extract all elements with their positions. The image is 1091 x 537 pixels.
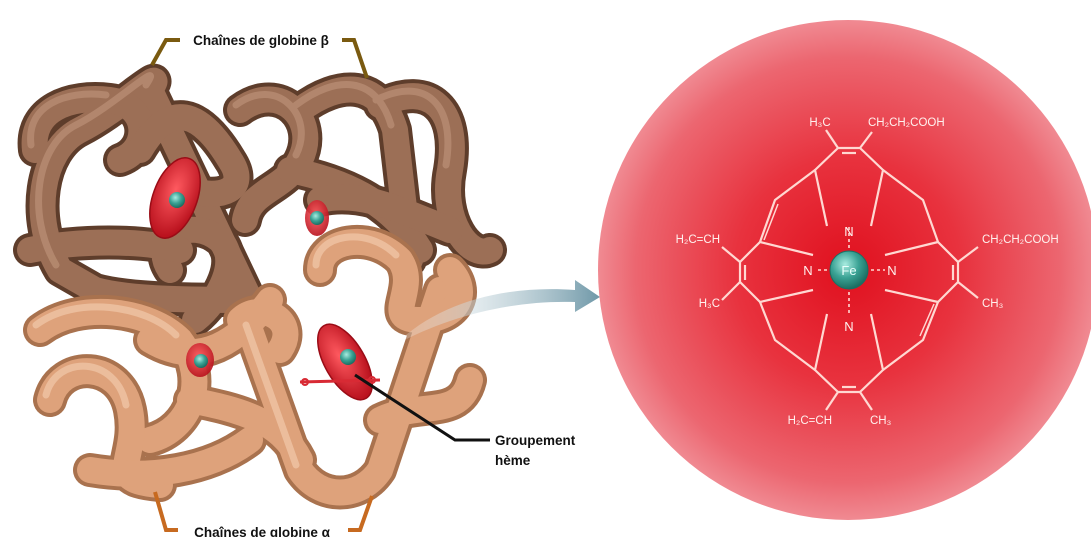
protein-model bbox=[13, 63, 507, 510]
heme-structure: N N N N Fe H₃C CH₂CH₂COOH H₂C=CH H₃C CH₂… bbox=[598, 20, 1091, 520]
group-left-lower: H₃C bbox=[699, 298, 720, 310]
beta-chains-bracket: Chaînes de globine β bbox=[150, 33, 369, 79]
heme-label-line1: Groupement bbox=[495, 433, 576, 448]
heme-group-3 bbox=[186, 343, 214, 377]
iron-label: Fe bbox=[841, 263, 856, 278]
group-bottom-right: CH₃ bbox=[870, 415, 892, 427]
coordination-bonds bbox=[815, 225, 885, 315]
zoom-arrow bbox=[395, 280, 600, 345]
beta-chains-label: Chaînes de globine β bbox=[193, 33, 329, 48]
group-right-lower: CH₃ bbox=[982, 298, 1004, 310]
heme-label-line2: hème bbox=[495, 453, 531, 468]
group-top-left: H₃C bbox=[809, 117, 830, 129]
heme-groups bbox=[149, 157, 381, 401]
nitrogen-bottom: N bbox=[844, 319, 853, 334]
heme-group-2 bbox=[305, 200, 329, 236]
heme-group-4 bbox=[299, 323, 381, 401]
group-bottom-left: H₂C=CH bbox=[788, 415, 832, 427]
beta-globin-chains bbox=[13, 63, 507, 337]
substituent-groups: H₃C CH₂CH₂COOH H₂C=CH H₃C CH₂CH₂COOH CH₃… bbox=[676, 117, 1059, 427]
nitrogen-right: N bbox=[887, 263, 896, 278]
heme-pointer: Groupement hème bbox=[354, 373, 576, 468]
group-top-right: CH₂CH₂COOH bbox=[868, 117, 945, 129]
group-left-upper: H₂C=CH bbox=[676, 234, 720, 246]
nitrogen-left: N bbox=[803, 263, 812, 278]
group-right-upper: CH₂CH₂COOH bbox=[982, 234, 1059, 246]
nitrogen-top: N bbox=[844, 224, 853, 239]
alpha-chains-label: Chaînes de globine α bbox=[194, 525, 331, 537]
alpha-globin-chains bbox=[23, 224, 487, 510]
heme-group-1 bbox=[149, 157, 201, 239]
alpha-chains-bracket: Chaînes de globine α bbox=[153, 491, 374, 537]
porphyrin-ring bbox=[721, 129, 979, 411]
nitrogen-atoms: N N N N bbox=[803, 224, 896, 334]
iron-atom: Fe bbox=[829, 250, 869, 290]
